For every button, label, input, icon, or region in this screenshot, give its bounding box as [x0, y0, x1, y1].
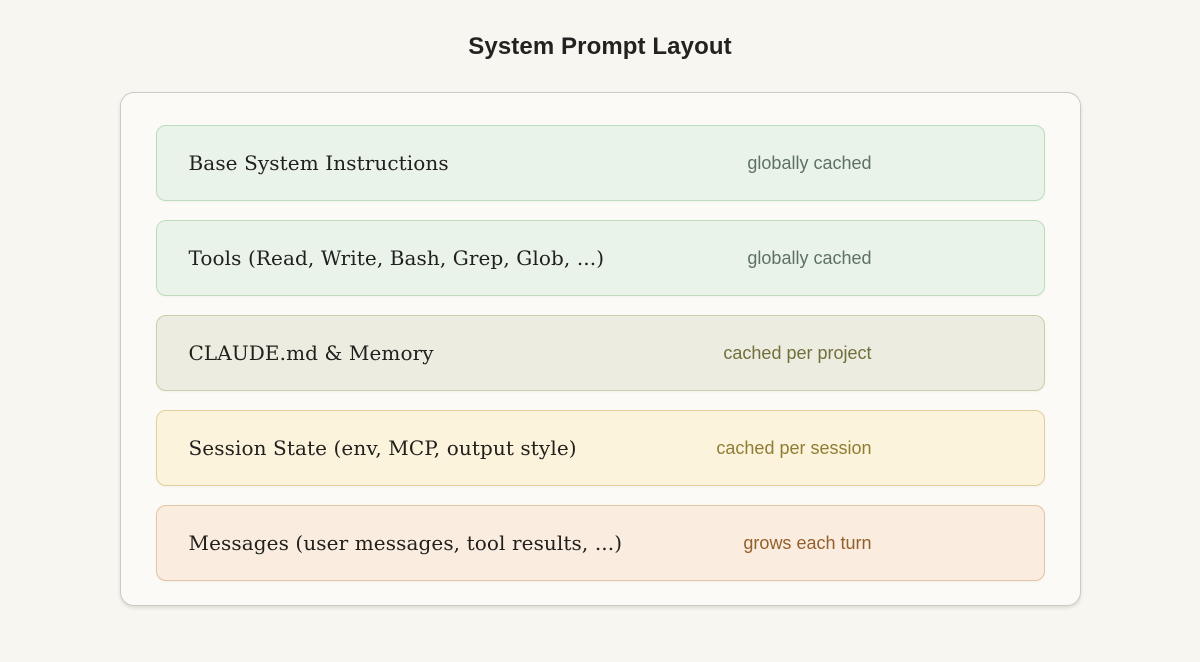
- system-prompt-layout-panel: Base System Instructions globally cached…: [119, 92, 1081, 606]
- cache-status-badge: grows each turn: [743, 532, 872, 553]
- layer-label: Session State (env, MCP, output style): [188, 436, 577, 460]
- layer-row-session-state: Session State (env, MCP, output style) c…: [155, 410, 1045, 486]
- layer-row-claude-md-memory: CLAUDE.md & Memory cached per project: [155, 315, 1045, 391]
- cache-status-badge: globally cached: [747, 247, 872, 268]
- layer-row-tools: Tools (Read, Write, Bash, Grep, Glob, ..…: [155, 220, 1045, 296]
- layer-row-base-system-instructions: Base System Instructions globally cached: [155, 125, 1045, 201]
- layer-label: CLAUDE.md & Memory: [188, 341, 434, 365]
- layer-label: Base System Instructions: [188, 151, 449, 175]
- layer-row-messages: Messages (user messages, tool results, .…: [155, 505, 1045, 581]
- layer-label: Messages (user messages, tool results, .…: [188, 531, 623, 555]
- page-title: System Prompt Layout: [468, 33, 732, 60]
- cache-status-badge: globally cached: [747, 152, 872, 173]
- layer-label: Tools (Read, Write, Bash, Grep, Glob, ..…: [188, 246, 605, 270]
- cache-status-badge: cached per project: [723, 342, 872, 363]
- cache-status-badge: cached per session: [716, 437, 872, 458]
